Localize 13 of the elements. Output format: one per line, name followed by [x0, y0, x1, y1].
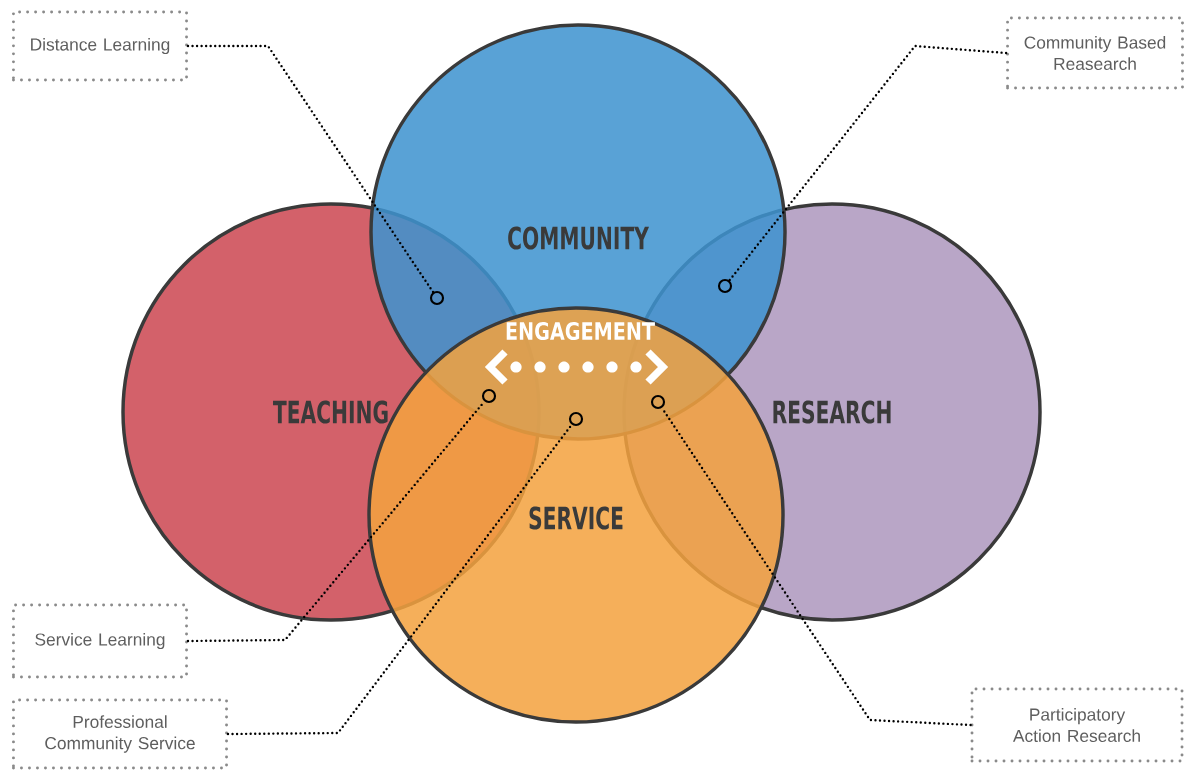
callout-box: Community Based Reasearch: [1006, 16, 1184, 90]
leader-line: [728, 44, 1008, 282]
circle-label: RESEARCH: [773, 400, 891, 424]
leader-line: [186, 44, 435, 294]
circle-label: TEACHING: [273, 400, 388, 424]
circle-label: COMMUNITY: [508, 226, 650, 250]
callout-box: Distance Learning: [12, 10, 188, 82]
callout-box: Service Learning: [12, 603, 188, 679]
center-label: ENGAGEMENT: [506, 321, 655, 341]
callout-box: Participatory Action Research: [970, 687, 1184, 763]
callout-box: Professional Community Service: [12, 698, 228, 770]
circle-label: SERVICE: [529, 506, 623, 530]
leader-line: [226, 423, 573, 736]
